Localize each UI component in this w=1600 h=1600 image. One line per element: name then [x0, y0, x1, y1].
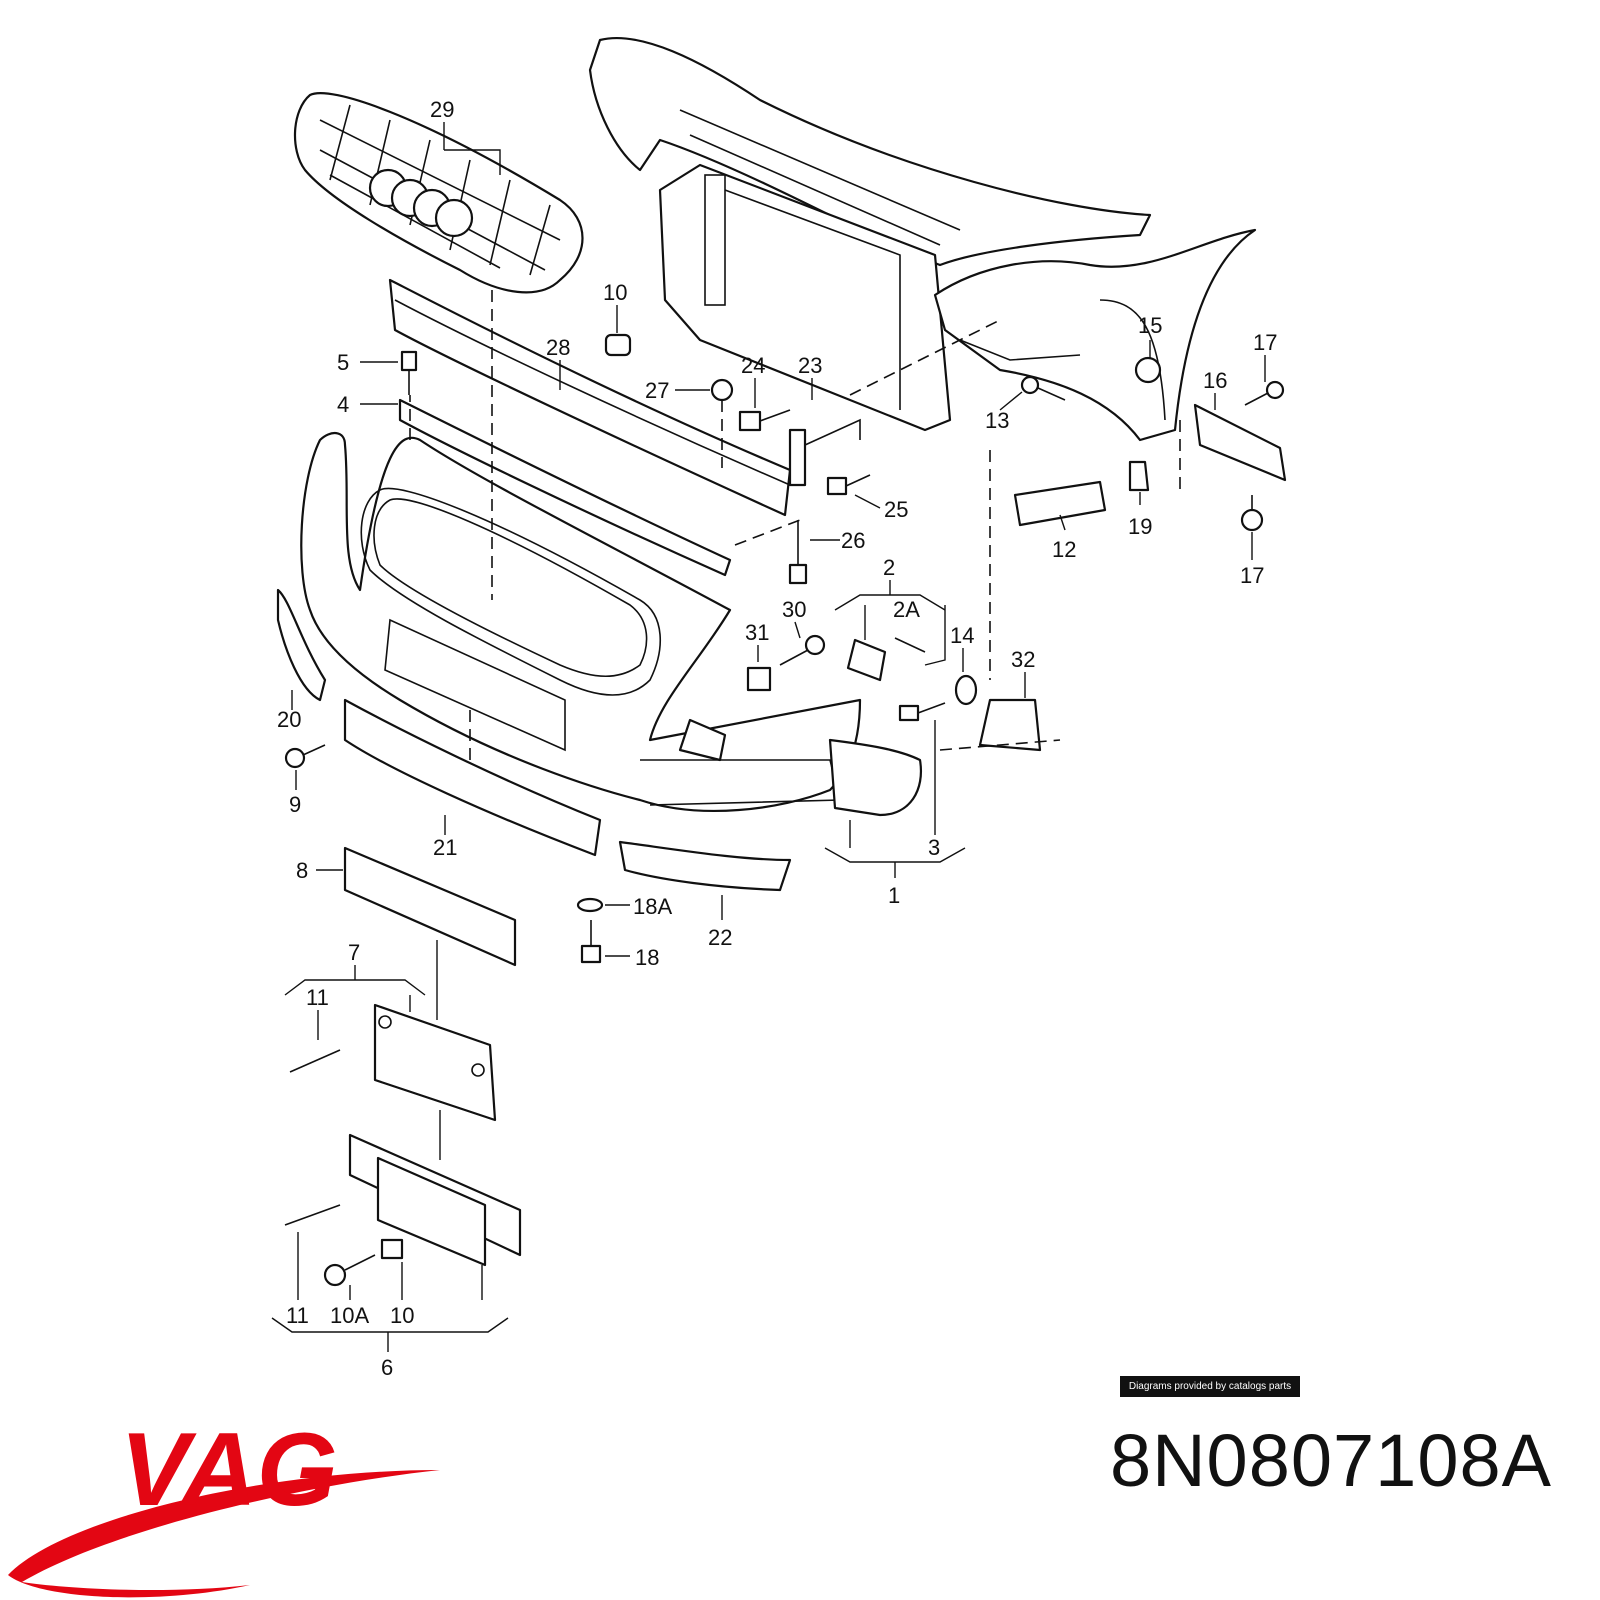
callout-29: 29 [430, 97, 454, 122]
callout-22: 22 [708, 925, 732, 950]
callout-27: 27 [645, 378, 669, 403]
body-front-structure [588, 36, 1257, 442]
callout-8: 8 [296, 858, 308, 883]
callout-31: 31 [745, 620, 769, 645]
screw-17-top [1265, 380, 1285, 400]
callout-19: 19 [1128, 514, 1152, 539]
callout-17-top: 17 [1253, 330, 1277, 355]
bolt-5 [400, 350, 418, 372]
callout-18A: 18A [633, 894, 672, 919]
bolt-3 [898, 704, 920, 722]
callout-21: 21 [433, 835, 457, 860]
callout-9: 9 [289, 792, 301, 817]
spring-2A [894, 637, 926, 653]
callout-7: 7 [348, 940, 360, 965]
callout-13: 13 [985, 408, 1009, 433]
callout-17-bottom: 17 [1240, 563, 1264, 588]
logo-swoosh [8, 1470, 440, 1598]
callout-4: 4 [337, 392, 349, 417]
callout-15: 15 [1138, 313, 1162, 338]
leader-lines [271, 122, 1266, 1352]
screw-9 [284, 747, 306, 769]
callout-30: 30 [782, 597, 806, 622]
callout-18: 18 [635, 945, 659, 970]
callout-24: 24 [741, 353, 765, 378]
callout-labels: 1 2 2A 3 4 5 6 7 8 9 10 10 10 10A 11 11 … [277, 97, 1277, 1380]
callout-3: 3 [928, 835, 940, 860]
callout-5: 5 [337, 350, 349, 375]
callout-2A: 2A [893, 597, 920, 622]
clip-10-top [604, 333, 632, 357]
fasteners [284, 333, 1285, 1287]
bush-14 [954, 674, 978, 706]
screw-30 [804, 634, 826, 656]
washer-18A [576, 897, 604, 913]
callout-6: 6 [381, 1355, 393, 1380]
bolt-25 [826, 476, 848, 496]
lower-grilles [276, 588, 1042, 892]
callout-10A: 10A [330, 1303, 369, 1328]
rivet-11-bottom [284, 1204, 341, 1226]
rivet-11-top [289, 1049, 341, 1073]
callout-16: 16 [1203, 368, 1227, 393]
vag-logo: VAG [8, 1412, 440, 1598]
callout-25: 25 [884, 497, 908, 522]
radiator-grille [293, 92, 584, 294]
callout-20: 20 [277, 707, 301, 732]
alignment-lines [409, 290, 1181, 765]
retaining-strip [398, 398, 732, 577]
callout-10-top: 10 [603, 280, 627, 305]
callout-12: 12 [1052, 537, 1076, 562]
callout-26: 26 [841, 528, 865, 553]
bumper-cover [300, 432, 923, 817]
callout-14: 14 [950, 623, 974, 648]
callout-32: 32 [1011, 647, 1035, 672]
bolt-10A [323, 1263, 347, 1287]
screw-17-bottom [1240, 508, 1264, 532]
bolt-24 [738, 410, 762, 432]
callout-10-bottom: 10 [390, 1303, 414, 1328]
callout-11-bottom: 11 [286, 1303, 309, 1328]
callout-23: 23 [798, 353, 822, 378]
brand-name: VAG [120, 1412, 338, 1528]
callout-11-top: 11 [306, 985, 329, 1010]
cover-strip [388, 278, 792, 517]
nut-27 [710, 378, 734, 402]
bolt-26 [788, 563, 808, 585]
callout-2: 2 [883, 555, 895, 580]
diagram-credit-badge: Diagrams provided by catalogs parts [1120, 1376, 1300, 1397]
callout-28: 28 [546, 335, 570, 360]
number-plate-parts [343, 846, 522, 1267]
screw-18 [580, 944, 602, 964]
clip-15 [1134, 356, 1162, 384]
brackets [746, 403, 1287, 692]
callout-1: 1 [888, 883, 900, 908]
screw-13 [1020, 375, 1040, 395]
nut-10-bottom [380, 1238, 404, 1260]
part-number: 8N0807108A [1109, 1419, 1552, 1502]
